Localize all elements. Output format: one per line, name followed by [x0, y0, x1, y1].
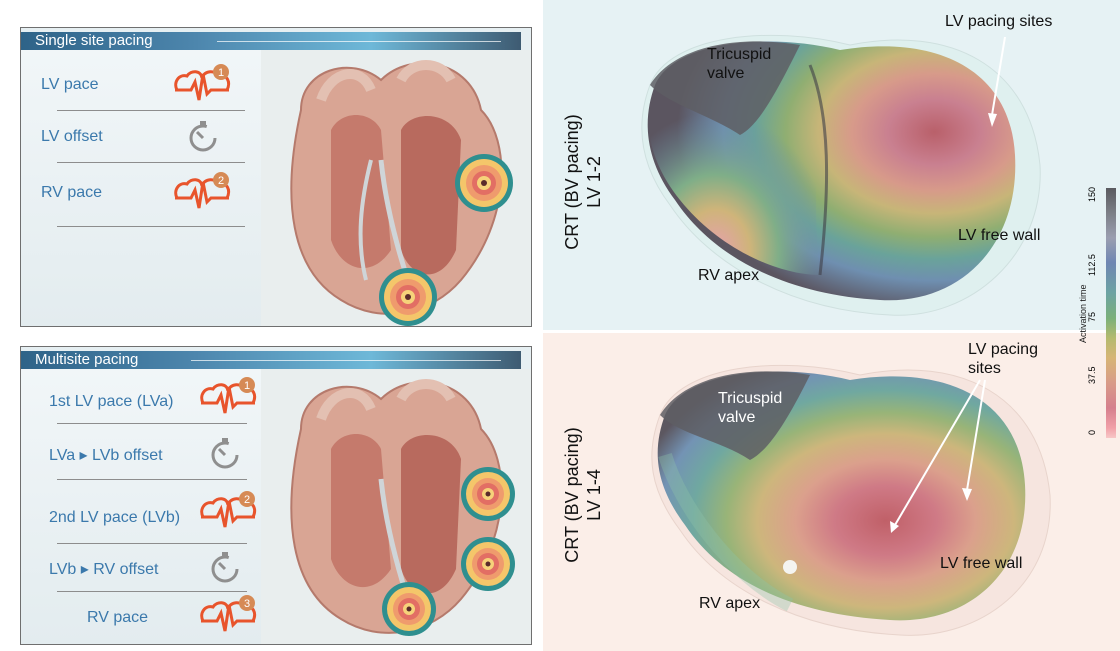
- top-lv-free-wall-label: LV free wall: [958, 227, 1040, 245]
- separator: [57, 543, 247, 544]
- separator: [57, 226, 245, 227]
- color-scale-tick: 112.5: [1087, 254, 1097, 276]
- bottom-lv-free-wall-label: LV free wall: [940, 555, 1022, 573]
- bottom-side-label-line1: CRT (BV pacing): [561, 385, 583, 605]
- item-2nd-lv-pace: 2nd LV pace (LVb): [49, 509, 180, 527]
- bottom-tricuspid-label: Tricuspid valve: [718, 389, 808, 427]
- pace-badge: 2: [244, 494, 250, 506]
- bottom-side-label: CRT (BV pacing) LV 1-4: [561, 385, 605, 605]
- pace-icon: 2: [171, 168, 233, 214]
- bottom-rv-apex-label: RV apex: [699, 595, 760, 613]
- pace-icon: 2: [197, 487, 259, 533]
- pacing-target: [461, 537, 515, 591]
- top-side-label-line1: CRT (BV pacing): [561, 72, 583, 292]
- item-lvb-rv-offset: LVb ▸ RV offset: [49, 559, 158, 579]
- item-lv-offset: LV offset: [41, 128, 103, 146]
- top-lv-pacing-sites-label: LV pacing sites: [945, 13, 1052, 31]
- timer-icon: [209, 437, 241, 471]
- separator: [57, 162, 245, 163]
- pacing-target: [461, 467, 515, 521]
- color-scale-tick: 150: [1087, 187, 1097, 202]
- item-lv-pace: LV pace: [41, 76, 99, 94]
- bottom-pacing-arrows: [885, 375, 1005, 535]
- multisite-title-bar: Multisite pacing: [21, 351, 521, 369]
- pace-icon: 3: [197, 591, 259, 637]
- single-site-title: Single site pacing: [35, 32, 153, 50]
- top-tricuspid-label: Tricuspid valve: [707, 45, 797, 83]
- heart-illustration: [261, 50, 531, 326]
- multisite-list: 1st LV pace (LVa) 1 LVa ▸ LVb offset 2nd…: [21, 369, 261, 644]
- pace-badge: 1: [244, 380, 250, 392]
- color-scale-tick: 75: [1087, 312, 1097, 322]
- top-side-label-line2: LV 1-2: [583, 72, 605, 292]
- single-site-list: LV pace 1 LV offset RV pace 2: [21, 50, 261, 326]
- pace-icon: 1: [197, 373, 259, 419]
- pacing-target: [455, 154, 513, 212]
- item-rv-pace: RV pace: [87, 609, 148, 627]
- multisite-panel: Multisite pacing 1st LV pace (LVa) 1 LVa…: [20, 346, 532, 645]
- item-rv-pace: RV pace: [41, 184, 102, 202]
- timer-icon: [187, 120, 219, 154]
- title-rule: [217, 41, 501, 42]
- single-site-panel: Single site pacing LV pace 1 LV offset R…: [20, 27, 532, 327]
- bottom-side-label-line2: LV 1-4: [583, 385, 605, 605]
- separator: [57, 110, 245, 111]
- single-site-title-bar: Single site pacing: [21, 32, 521, 50]
- timer-icon: [209, 551, 241, 585]
- pace-badge: 3: [244, 598, 250, 610]
- pacing-target: [382, 582, 436, 636]
- activation-color-scale: Activation time 0 37.5 75 112.5 150: [1090, 188, 1118, 438]
- separator: [57, 423, 247, 424]
- pace-icon: 1: [171, 60, 233, 106]
- color-scale-tick: 37.5: [1087, 366, 1097, 384]
- separator: [57, 479, 247, 480]
- heart-illustration: [261, 369, 531, 644]
- item-1st-lv-pace: 1st LV pace (LVa): [49, 393, 174, 411]
- item-lva-lvb-offset: LVa ▸ LVb offset: [49, 445, 163, 465]
- bottom-lv-pacing-sites-label: LV pacing sites: [968, 340, 1068, 378]
- pacing-target: [379, 268, 437, 326]
- top-pacing-arrow: [980, 35, 1020, 130]
- pace-badge: 1: [218, 67, 224, 79]
- multisite-title: Multisite pacing: [35, 351, 138, 369]
- top-side-label: CRT (BV pacing) LV 1-2: [561, 72, 605, 292]
- pace-badge: 2: [218, 175, 224, 187]
- color-scale-bar: [1106, 188, 1116, 438]
- title-rule: [191, 360, 501, 361]
- top-rv-apex-label: RV apex: [698, 267, 759, 285]
- color-scale-tick: 0: [1087, 430, 1097, 435]
